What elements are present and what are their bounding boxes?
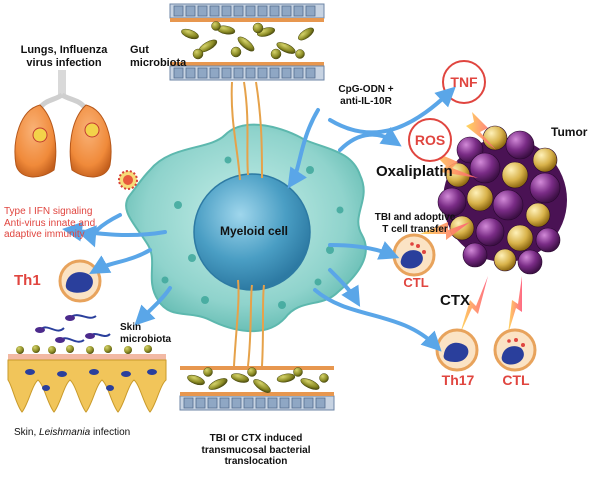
tnf-label: TNF bbox=[450, 74, 478, 90]
tumor-label: Tumor bbox=[551, 125, 588, 139]
th1-label: Th1 bbox=[14, 272, 41, 289]
lungs-illustration bbox=[14, 70, 138, 190]
skin-infection-label: Skin, Leishmania infection bbox=[14, 427, 131, 438]
skin-microbiota-label: Skin microbiota bbox=[120, 322, 172, 345]
tumor-mass bbox=[437, 125, 567, 275]
oxaliplatin-label: Oxaliplatin bbox=[376, 163, 453, 180]
ctl-cell-top bbox=[392, 233, 436, 277]
tbi-adoptive-label: TBI and adoptive T cell transfer bbox=[374, 212, 456, 235]
skin-tissue bbox=[7, 345, 167, 413]
gut-microbiota-label: Gut microbiota bbox=[130, 44, 187, 69]
myeloid-cell-label: Myeloid cell bbox=[219, 224, 289, 238]
ctl-label-bottom: CTL bbox=[502, 372, 530, 388]
cpg-odn-label: CpG-ODN + anti-IL-10R bbox=[338, 84, 394, 107]
gut-epithelium-top bbox=[169, 3, 325, 81]
th17-label: Th17 bbox=[441, 372, 475, 388]
leishmania-parasites bbox=[35, 314, 111, 343]
ros-label: ROS bbox=[414, 132, 446, 148]
translocation-lines bbox=[230, 81, 265, 367]
type1-ifn-label: Type I IFN signaling Anti-virus innate a… bbox=[4, 206, 96, 240]
gut-epithelium-bottom bbox=[179, 366, 335, 411]
ctl-label-top: CTL bbox=[403, 275, 429, 290]
th1-cell bbox=[58, 259, 102, 303]
ctl-cell-bottom bbox=[493, 328, 537, 372]
th17-cell bbox=[435, 328, 479, 372]
virus-icon bbox=[32, 122, 138, 190]
translocation-label: TBI or CTX induced transmucosal bacteria… bbox=[201, 433, 311, 467]
lungs-infection-label: Lungs, Influenza virus infection bbox=[20, 44, 108, 69]
ros-badge bbox=[408, 118, 452, 162]
signal-arrows bbox=[62, 86, 456, 352]
ctx-label: CTX bbox=[440, 292, 470, 309]
